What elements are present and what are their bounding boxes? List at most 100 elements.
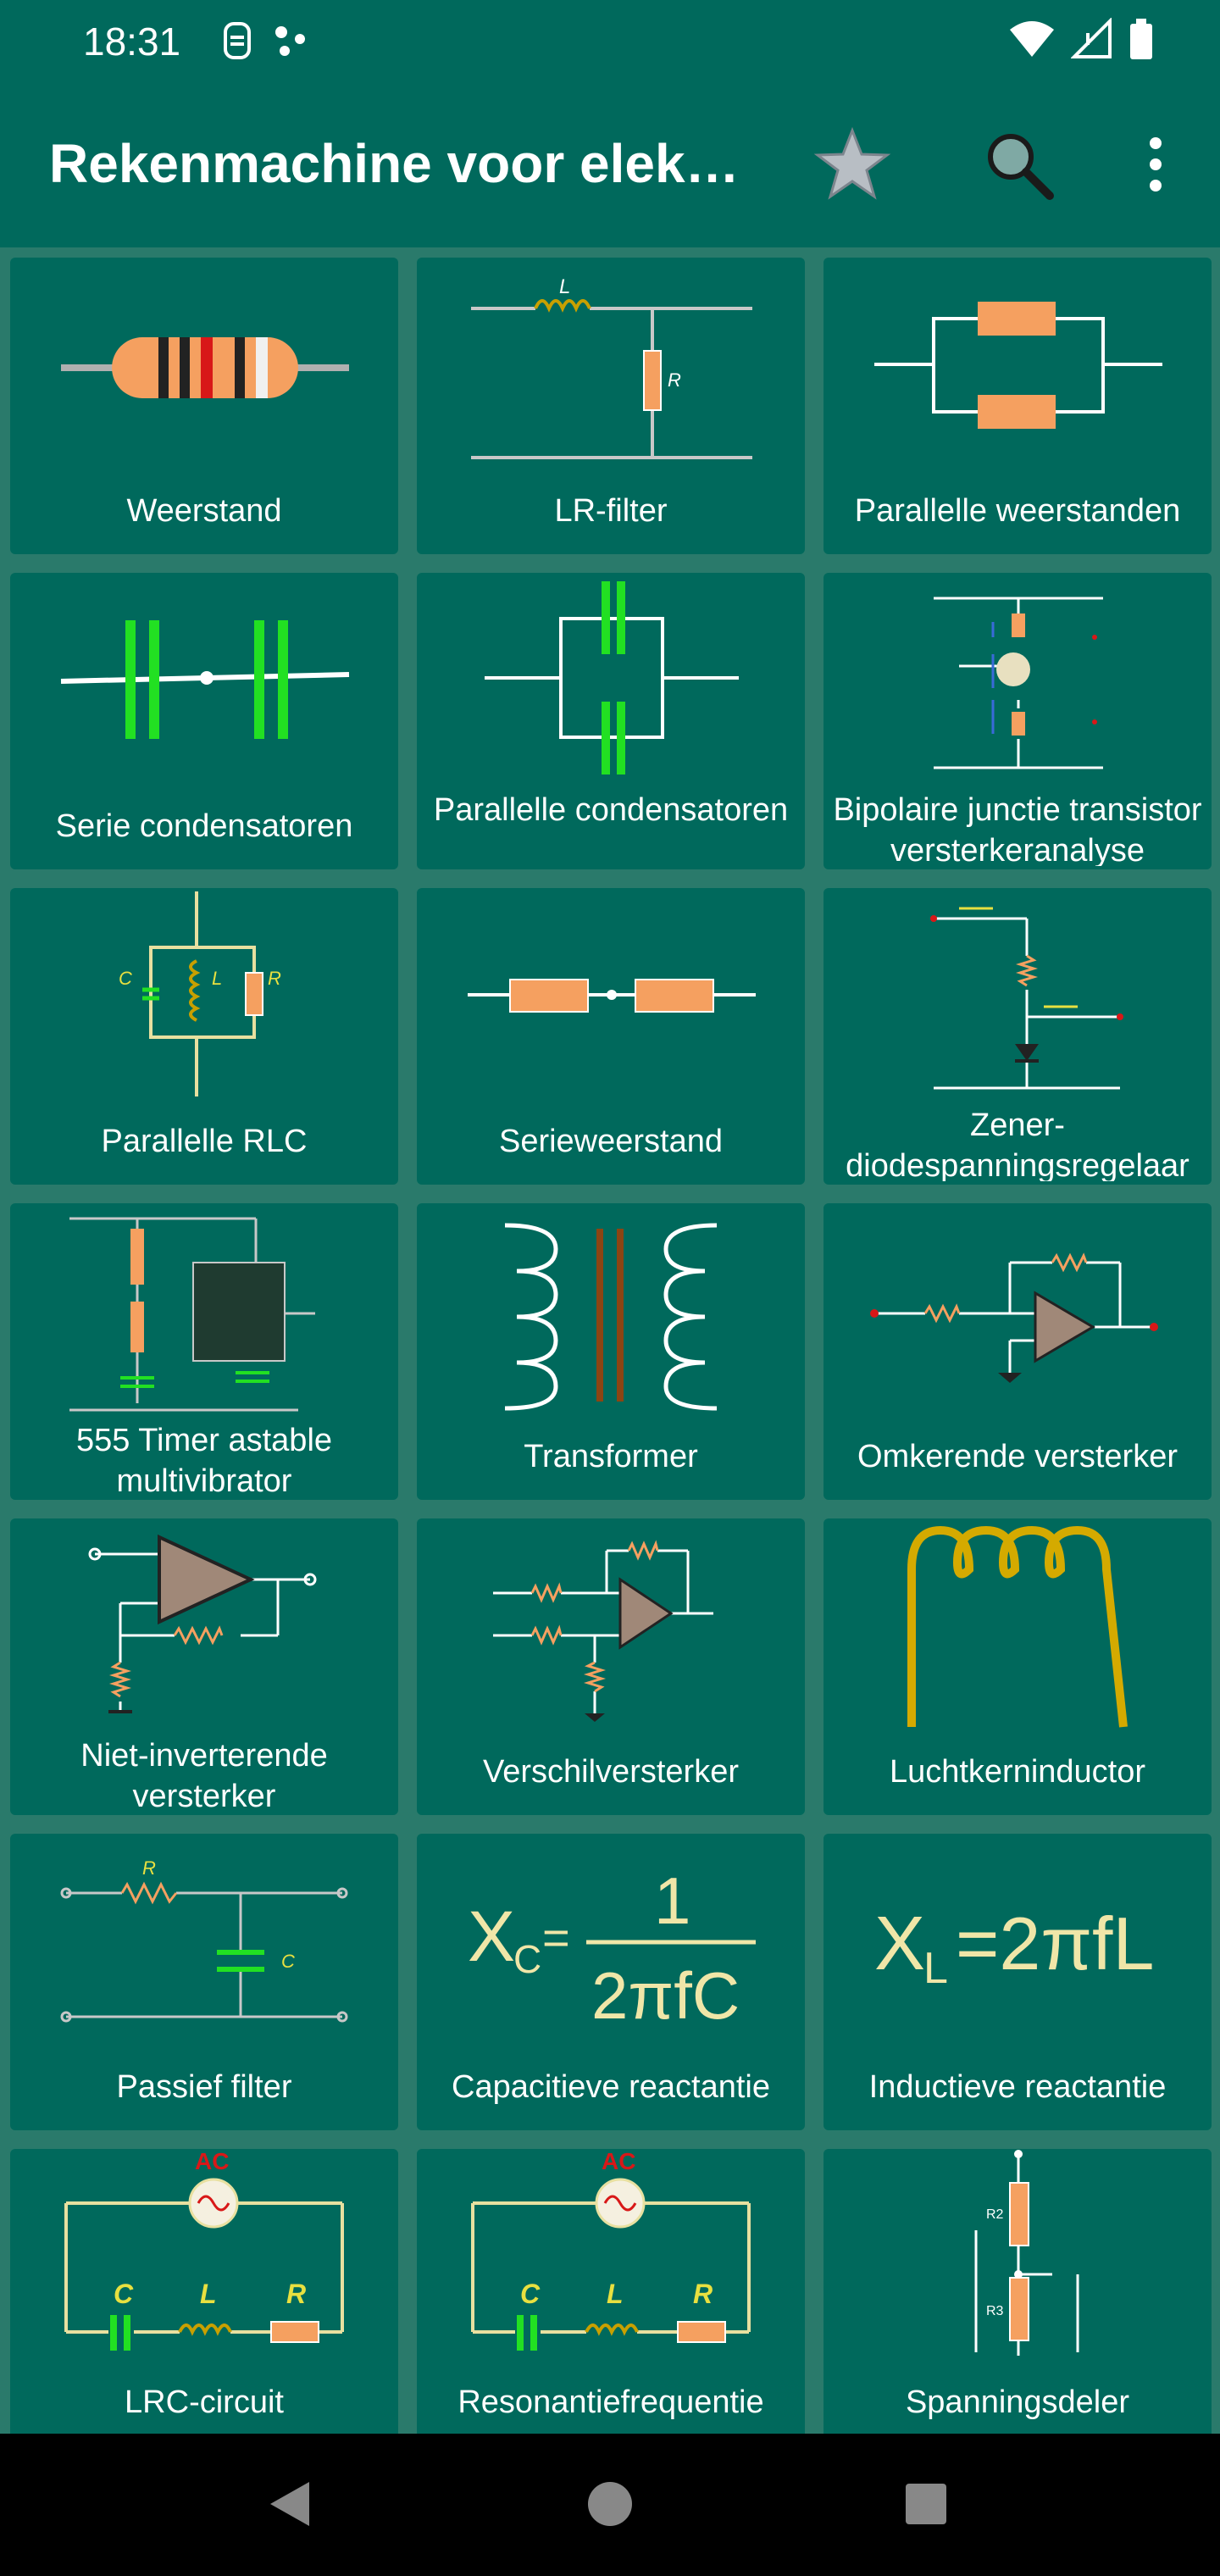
home-icon [585,2479,635,2534]
tile-label: 555 Timer astable multivibrator [75,1423,333,1496]
tile-parallel-resistors[interactable]: Parallelle weerstanden [824,258,1212,554]
tile-label: Weerstand [126,493,282,529]
tile-passive-filter[interactable]: R C Passief filter [10,1834,398,2130]
tile-weerstand[interactable]: Weerstand [10,258,398,554]
resistor-label: R [286,2279,306,2309]
tile-transformer[interactable]: Transformer [417,1203,805,1500]
zener-regulator-icon [930,907,1123,1090]
parallel-resistors-icon [874,302,1162,429]
capacitor-label: C [119,968,132,989]
back-icon [265,2479,316,2534]
tile-series-capacitors[interactable]: Serie condensatoren [10,573,398,869]
bjt-amplifier-icon [934,597,1103,769]
more-vert-icon [1143,135,1168,198]
r3-label: R3 [986,2304,1004,2318]
tile-parallel-rlc[interactable]: C L R Parallelle RLC [10,888,398,1185]
calculator-grid: Weerstand L R LR-filter Parallelle weers… [0,251,1220,2434]
tile-resonance-frequency[interactable]: AC C L R Resonantiefrequentie [417,2149,805,2434]
capacitive-reactance-icon: X C = 1 2πfC [468,1863,756,2033]
tile-label: Parallelle condensatoren [433,792,789,828]
home-button[interactable] [572,2468,648,2544]
lr-filter-icon: L R [471,275,752,459]
search-button[interactable] [973,120,1064,212]
resistor-label: R [668,369,681,391]
tile-label: Serieweerstand [498,1124,724,1159]
series-capacitors-icon [60,620,350,739]
tile-label: Verschilversterker [483,1754,739,1790]
capacitor-label: C [520,2279,541,2309]
app-bar: Rekenmachine voor elek… [0,88,1220,247]
status-bar: 18:31 [0,0,1220,88]
resistor-label: R [693,2279,713,2309]
formula-denominator: 2πfC [591,1958,740,2033]
capacitor-label: C [114,2279,134,2309]
tile-lr-filter[interactable]: L R LR-filter [417,258,805,554]
formula-rhs: =2πfL [956,1901,1154,1985]
formula-sub: L [923,1944,948,1993]
tile-series-resistor[interactable]: Serieweerstand [417,888,805,1185]
tile-air-core-inductor[interactable]: Luchtkerninductor [824,1518,1212,1815]
tile-capacitive-reactance[interactable]: X C = 1 2πfC Capacitieve reactantie [417,1834,805,2130]
inductive-reactance-icon: X L =2πfL [874,1901,1154,1993]
signal-icon [1070,17,1113,64]
recents-icon [901,2479,951,2534]
series-resistor-icon [468,979,756,1013]
tile-label: LRC-circuit [125,2384,284,2420]
tile-label: Niet-inverterende versterker [80,1738,328,1812]
tile-label: Inductieve reactantie [868,2069,1167,2105]
status-icons-left [222,19,313,67]
tile-label: LR-filter [554,493,668,529]
tile-non-inverting-amplifier[interactable]: Niet-inverterende versterker [10,1518,398,1815]
inverting-amplifier-icon [870,1252,1158,1383]
ac-label: AC [195,2149,229,2174]
battery-icon [1128,17,1154,65]
tile-bjt-amplifier[interactable]: Bipolaire junctie transistor versterkera… [824,573,1212,869]
tile-voltage-divider[interactable]: R2 R3 Spanningsdeler [824,2149,1212,2434]
resistor-label: R [268,968,281,989]
lrc-circuit-icon: AC C L R [64,2149,344,2351]
resonance-frequency-icon: AC C L R [471,2149,751,2351]
formula-lhs: X [468,1896,515,1976]
inductor-label: L [200,2279,217,2309]
inductor-label: L [607,2279,624,2309]
status-icons-right [1008,17,1154,65]
tile-label: Omkerende versterker [857,1439,1178,1474]
formula-equals: = [542,1911,570,1964]
tile-label: Passief filter [116,2069,292,2105]
air-core-inductor-icon [907,1525,1128,1728]
non-inverting-amplifier-icon [88,1534,317,1713]
tile-label: Transformer [524,1439,698,1474]
inductor-label: L [212,968,222,989]
favorite-button[interactable] [807,120,898,212]
inductor-label: L [559,275,570,298]
tile-label: Serie condensatoren [55,808,353,844]
tile-label: Spanningsdeler [905,2384,1130,2420]
formula-sub: C [513,1937,541,1981]
tile-inductive-reactance[interactable]: X L =2πfL Inductieve reactantie [824,1834,1212,2130]
tile-555-timer[interactable]: 555 Timer astable multivibrator [10,1203,398,1500]
more-options-button[interactable] [1110,120,1201,212]
recents-button[interactable] [888,2468,964,2544]
tile-inverting-amplifier[interactable]: Omkerende versterker [824,1203,1212,1500]
tile-label: Capacitieve reactantie [452,2069,770,2105]
parallel-capacitors-icon [485,581,739,774]
star-icon [813,125,891,208]
status-time: 18:31 [83,19,181,64]
tile-zener-regulator[interactable]: Zener-diodespanningsregelaar [824,888,1212,1185]
tile-label: Luchtkerninductor [889,1754,1146,1790]
back-button[interactable] [252,2468,329,2544]
tile-label: Parallelle weerstanden [854,493,1181,529]
tile-parallel-capacitors[interactable]: Parallelle condensatoren [417,573,805,869]
passive-filter-icon: R C [60,1857,348,2023]
formula-numerator: 1 [654,1863,690,1938]
tile-differential-amplifier[interactable]: Verschilversterker [417,1518,805,1815]
formula-lhs: X [874,1901,925,1986]
sim-icon [222,19,252,67]
search-icon [980,126,1056,207]
parallel-rlc-icon: C L R [119,891,281,1096]
tile-lrc-circuit[interactable]: AC C L R LRC-circuit [10,2149,398,2434]
voltage-divider-icon: R2 R3 [974,2150,1079,2356]
navigation-bar [0,2434,1220,2576]
tile-label: Parallelle RLC [101,1124,308,1159]
page-title: Rekenmachine voor elek… [49,133,740,194]
